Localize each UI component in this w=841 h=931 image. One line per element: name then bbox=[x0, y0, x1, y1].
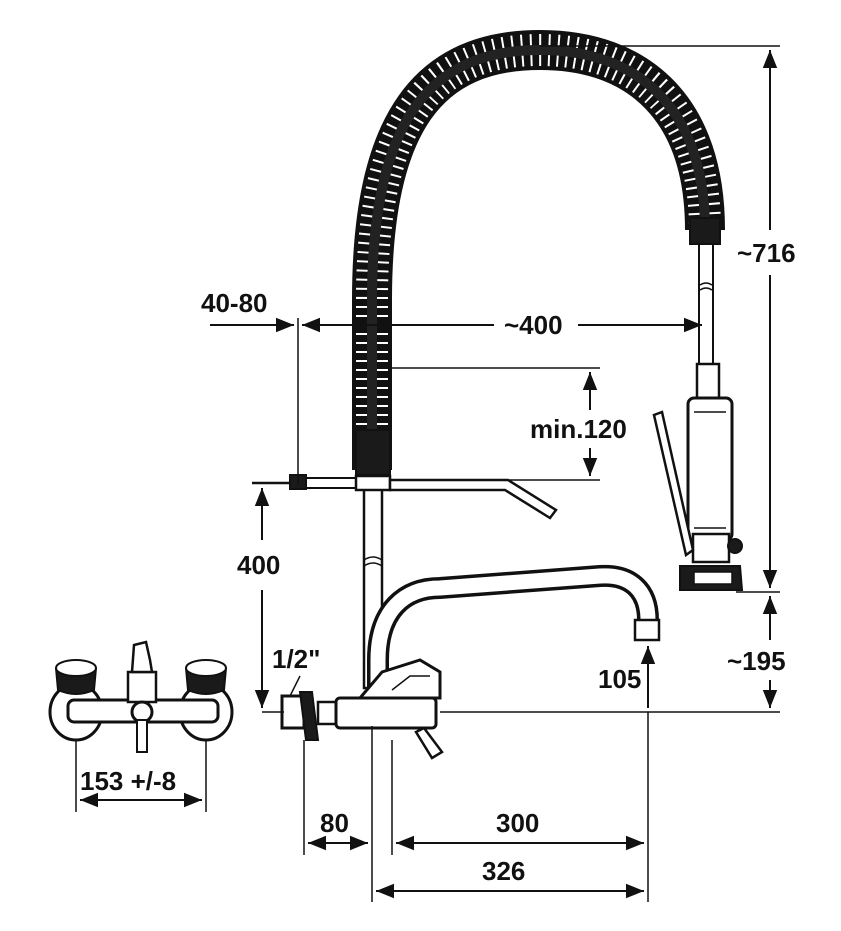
dim-label-326: 326 bbox=[482, 856, 525, 886]
spring-collar-bottom bbox=[355, 429, 391, 476]
dim-label-half-inch: 1/2" bbox=[272, 644, 320, 674]
front-view-mixer bbox=[48, 640, 234, 753]
dim-label-400-height: 400 bbox=[237, 550, 280, 580]
dim-label-400-reach: ~400 bbox=[504, 310, 563, 340]
spray-head bbox=[652, 362, 744, 591]
spring-collar-top bbox=[689, 217, 721, 245]
dim-label-195: ~195 bbox=[727, 646, 786, 676]
dim-label-min-120: min.120 bbox=[530, 414, 627, 444]
spout-aerator bbox=[633, 618, 661, 642]
spray-hose bbox=[698, 243, 714, 365]
dim-label-40-80: 40-80 bbox=[201, 288, 268, 318]
dim-label-153: 153 +/-8 bbox=[80, 766, 176, 796]
dim-label-80: 80 bbox=[320, 808, 349, 838]
dim-label-300: 300 bbox=[496, 808, 539, 838]
mixer-body bbox=[280, 658, 444, 760]
dim-label-716: ~716 bbox=[737, 238, 796, 268]
dim-label-105: 105 bbox=[598, 664, 641, 694]
coil-spring-inner bbox=[367, 44, 710, 470]
